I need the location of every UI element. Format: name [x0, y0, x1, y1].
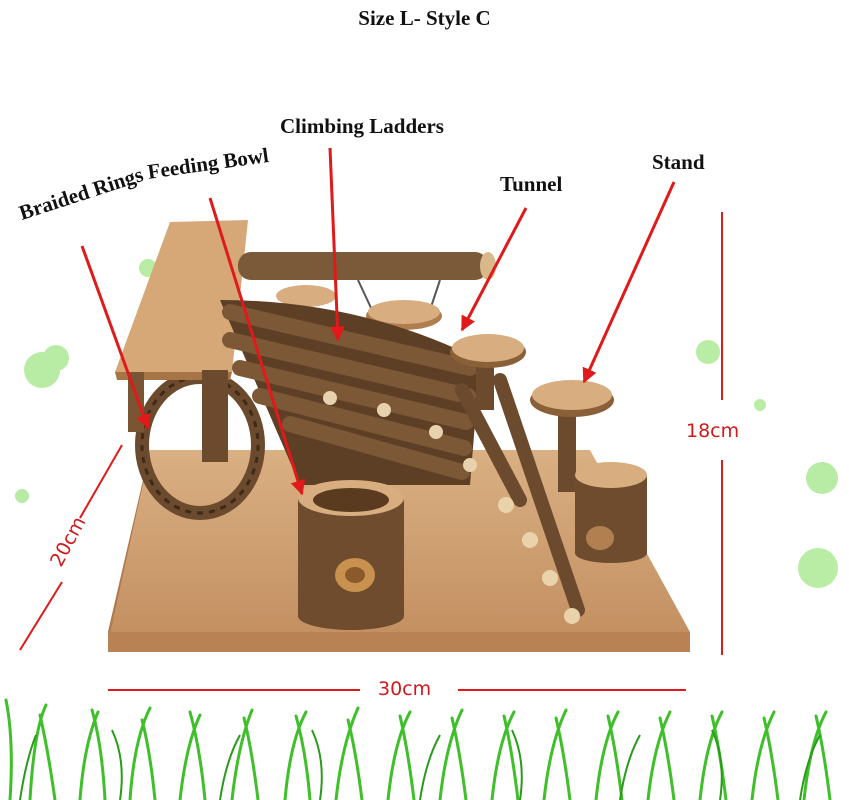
label-stand: Stand	[652, 150, 705, 174]
dimension-height: 18cm	[686, 420, 740, 442]
arrow-stand	[582, 181, 676, 384]
climbing-ladder	[455, 373, 585, 624]
tunnel-stool	[450, 334, 526, 410]
dimension-width: 30cm	[378, 678, 432, 700]
image-title: Size L- Style C	[358, 6, 491, 30]
dimension-line-depth	[79, 444, 123, 519]
arrow-tunnel	[460, 207, 528, 332]
plank-platform	[115, 220, 248, 462]
stump	[575, 462, 647, 563]
hanging-disc	[276, 279, 442, 330]
feeding-bowl	[298, 480, 404, 630]
top-crossbar	[238, 252, 496, 280]
label-arrows	[80, 147, 676, 496]
arrow-climbing-ladders	[328, 147, 345, 342]
arrow-braided-rings	[80, 245, 151, 430]
dimension-lines	[19, 212, 723, 691]
grass	[4, 698, 832, 800]
arrow-feeding-bowl	[208, 197, 306, 496]
bokeh-decoration	[15, 259, 838, 588]
label-tunnel: Tunnel	[500, 172, 563, 196]
stand	[530, 380, 614, 492]
label-climbing-ladders: Climbing Ladders	[280, 114, 444, 138]
grass-dark	[19, 729, 821, 800]
